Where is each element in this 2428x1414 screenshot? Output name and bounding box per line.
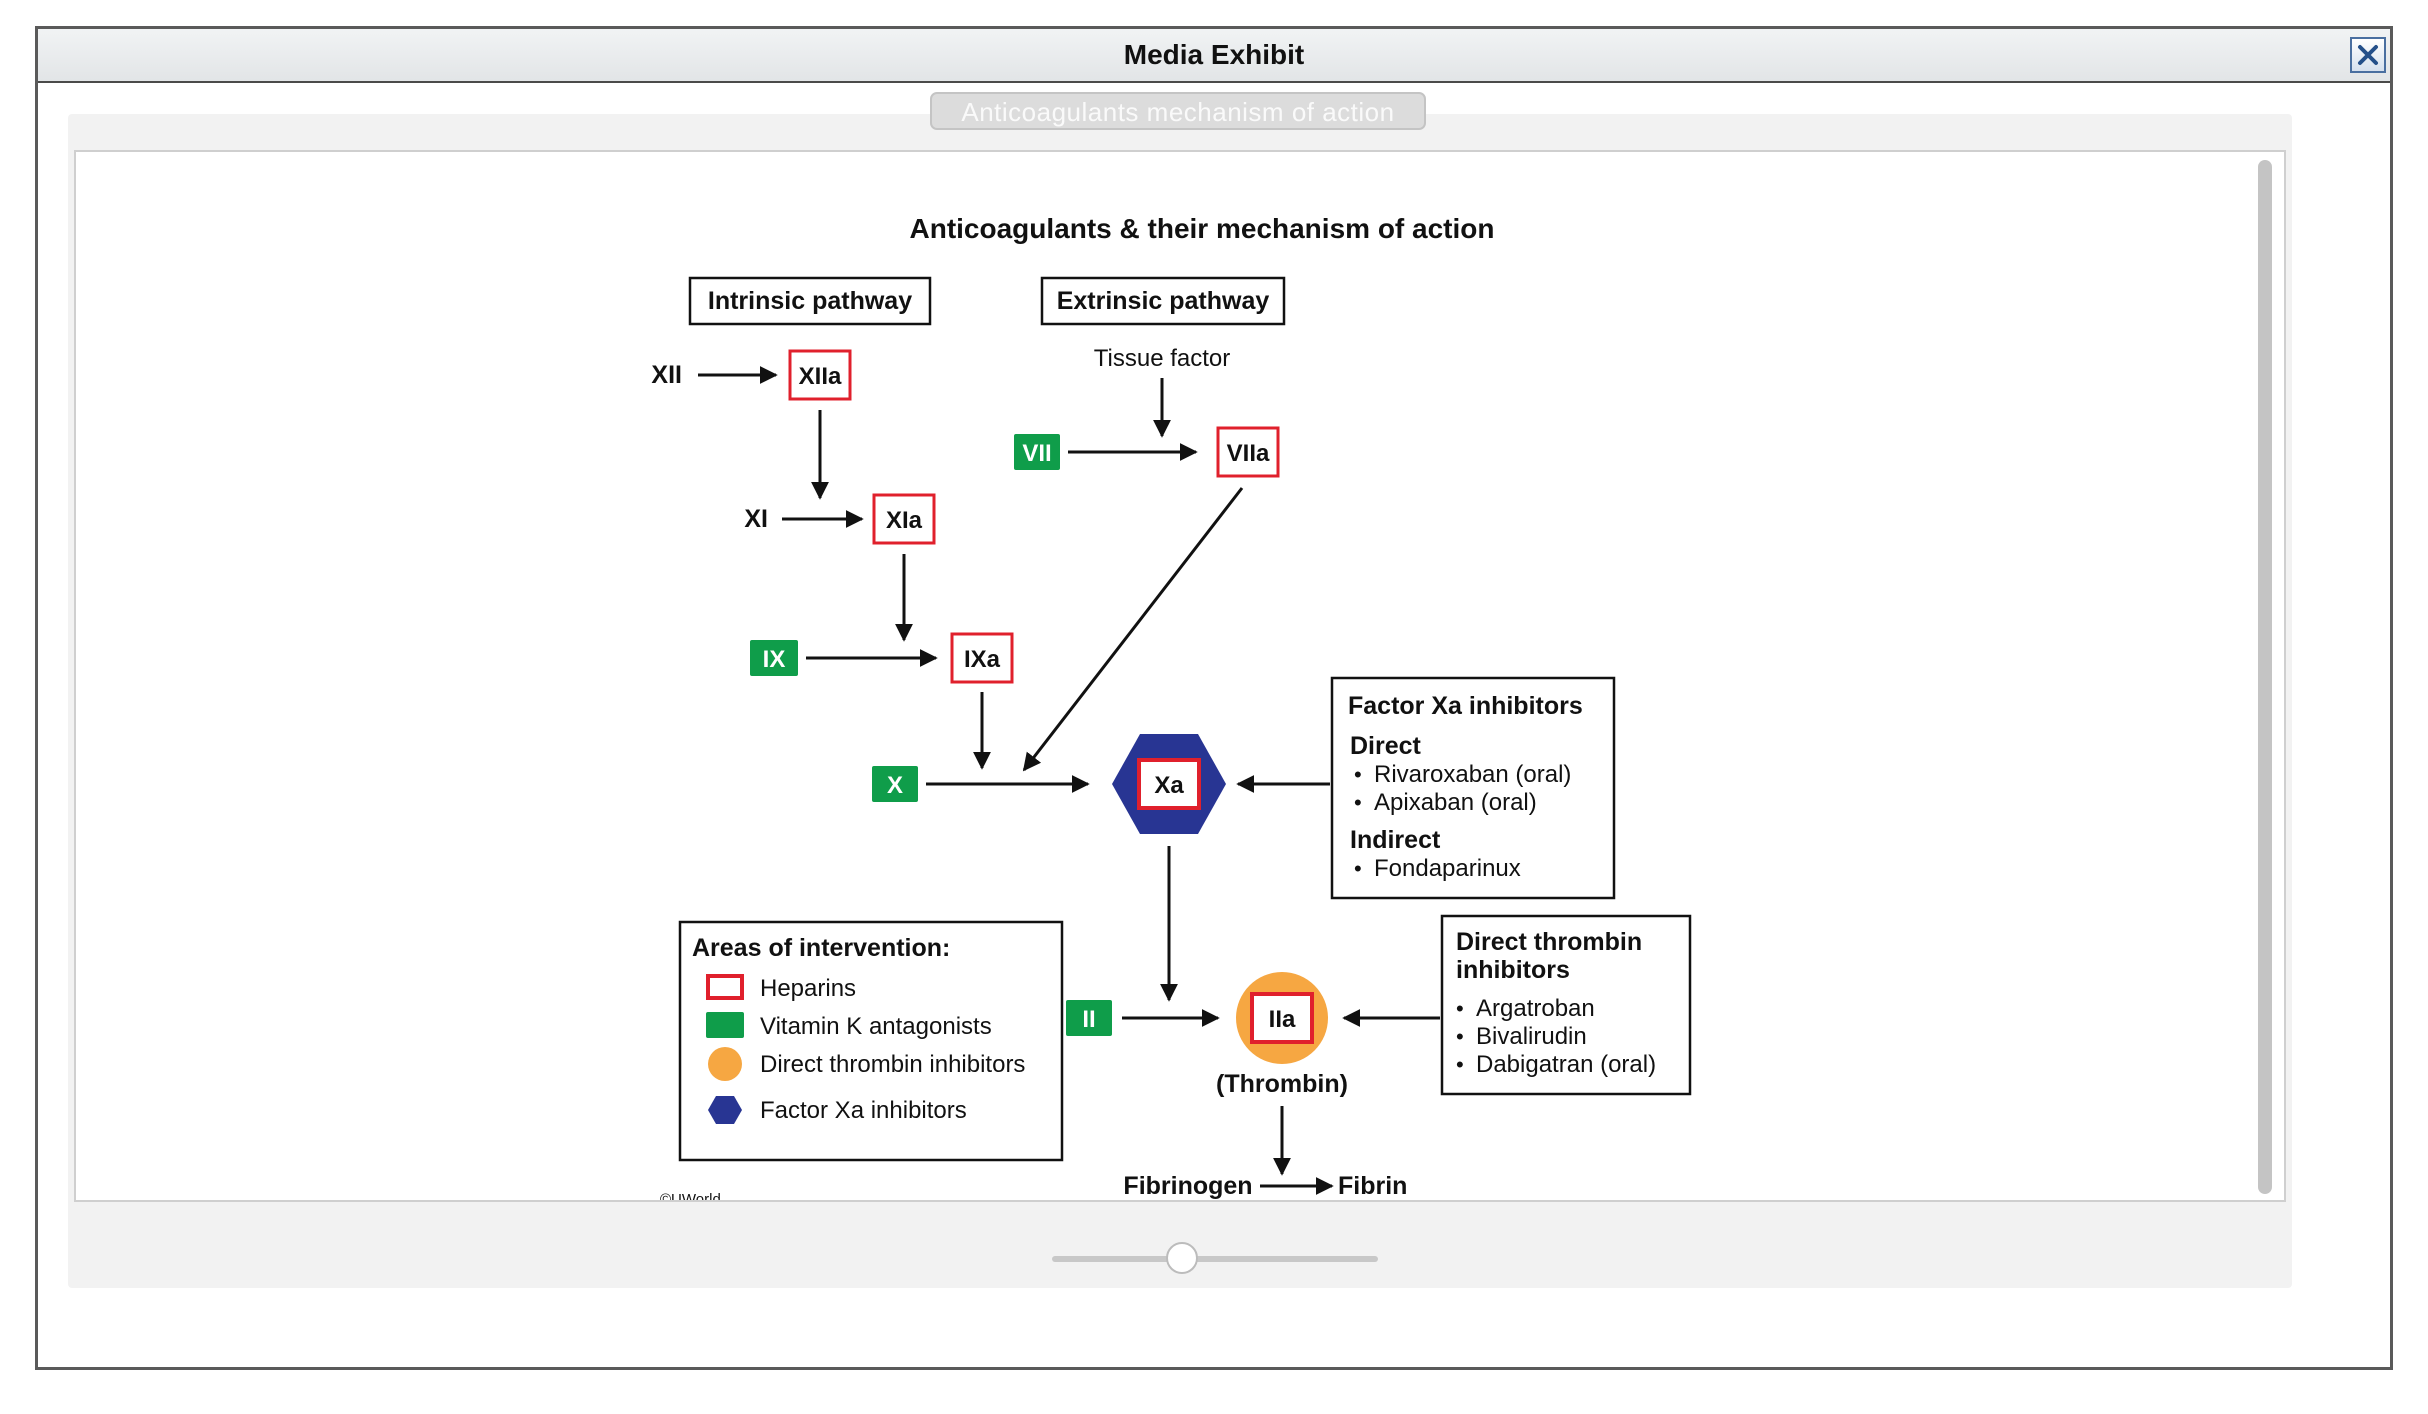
factor-xia-label: XIa [886, 507, 923, 534]
factor-ix-label: IX [763, 646, 786, 673]
thrombin-label: (Thrombin) [1216, 1070, 1348, 1098]
factor-ii-label: II [1082, 1006, 1095, 1033]
legend-item: Heparins [760, 975, 856, 1002]
factor-xia-box [872, 493, 936, 545]
xa-indirect-item: Fondaparinux [1374, 855, 1521, 882]
factor-ii-box [1066, 1000, 1112, 1036]
arrow-viia-xa [1022, 487, 1244, 772]
extrinsic-pathway-label: Extrinsic pathway [1057, 287, 1270, 315]
xa-direct-item: Apixaban (oral) [1374, 789, 1537, 816]
factor-xa-label: Xa [1154, 772, 1184, 799]
legend-item: Direct thrombin inhibitors [760, 1051, 1025, 1078]
legend-box [678, 920, 1064, 1162]
factor-viia-label: VIIa [1227, 440, 1270, 467]
factor-xa-box [1137, 758, 1201, 810]
legend-item: Factor Xa inhibitors [760, 1097, 967, 1124]
legend-title: Areas of intervention: [692, 934, 950, 962]
xa-bullet-3: • [1354, 856, 1362, 881]
factor-iia-label: IIa [1269, 1006, 1296, 1033]
dti-bullet-3: • [1456, 1052, 1464, 1077]
dti-bullet-2: • [1456, 1024, 1464, 1049]
factor-ixa-label: IXa [964, 646, 1001, 673]
xa-direct-label: Direct [1350, 732, 1422, 760]
title-bar: Media Exhibit [38, 29, 2390, 83]
window-title: Media Exhibit [1123, 39, 1305, 70]
xa-indirect-label: Indirect [1350, 826, 1441, 854]
factor-iia-box [1250, 992, 1314, 1044]
dti-bullet-1: • [1456, 996, 1464, 1021]
factor-xa-inhibitors-title: Factor Xa inhibitors [1348, 692, 1583, 720]
intrinsic-pathway-box [688, 276, 932, 326]
factor-x-box [872, 766, 918, 802]
factor-xiia-box [788, 349, 852, 401]
zoom-slider-track[interactable] [1052, 1256, 1378, 1262]
tissue-factor-label: Tissue factor [1094, 345, 1231, 372]
image-viewer: Anticoagulants & their mechanism of acti… [74, 150, 2286, 1202]
dti-item: Dabigatran (oral) [1476, 1051, 1656, 1078]
dti-title-line1: Direct thrombin [1456, 928, 1642, 956]
factor-xii-label: XII [651, 361, 682, 389]
extrinsic-pathway-box [1040, 276, 1286, 326]
fibrinogen-label: Fibrinogen [1123, 1172, 1252, 1200]
legend-dti-swatch [708, 1047, 742, 1081]
close-icon [2358, 45, 2378, 65]
copyright-label: ©UWorld [660, 1191, 721, 1200]
close-button[interactable] [2350, 37, 2386, 73]
zoom-slider-thumb[interactable] [1166, 1242, 1199, 1274]
factor-xi-label: XI [744, 505, 768, 533]
dti-item: Argatroban [1476, 995, 1595, 1022]
legend-heparin-swatch [706, 974, 744, 1000]
xa-bullet-1: • [1354, 762, 1362, 787]
factor-vii-box [1014, 434, 1060, 470]
legend-fxa-swatch [708, 1096, 742, 1124]
diagram-title: Anticoagulants & their mechanism of acti… [910, 213, 1495, 244]
exhibit-tab-label: Anticoagulants mechanism of action [930, 92, 1426, 130]
factor-vii-label: VII [1022, 440, 1051, 467]
fibrin-label: Fibrin [1338, 1172, 1407, 1200]
factor-x-label: X [887, 772, 903, 799]
factor-xiia-label: XIIa [799, 363, 842, 390]
factor-xa-inhibitors-box [1330, 676, 1616, 900]
legend-item: Vitamin K antagonists [760, 1013, 992, 1040]
xa-bullet-2: • [1354, 790, 1362, 815]
anticoagulant-diagram: Anticoagulants & their mechanism of acti… [651, 213, 1692, 1200]
legend-vka-swatch [706, 1012, 744, 1038]
xa-direct-item: Rivaroxaban (oral) [1374, 761, 1571, 788]
intrinsic-pathway-label: Intrinsic pathway [708, 287, 912, 315]
factor-viia-box [1216, 426, 1280, 478]
direct-thrombin-inhibitors-box [1440, 914, 1692, 1096]
vertical-scrollbar[interactable] [2258, 160, 2272, 1194]
dti-item: Bivalirudin [1476, 1023, 1587, 1050]
factor-ixa-box [950, 632, 1014, 684]
factor-ix-box [750, 640, 798, 676]
dti-title-line2: inhibitors [1456, 956, 1570, 984]
